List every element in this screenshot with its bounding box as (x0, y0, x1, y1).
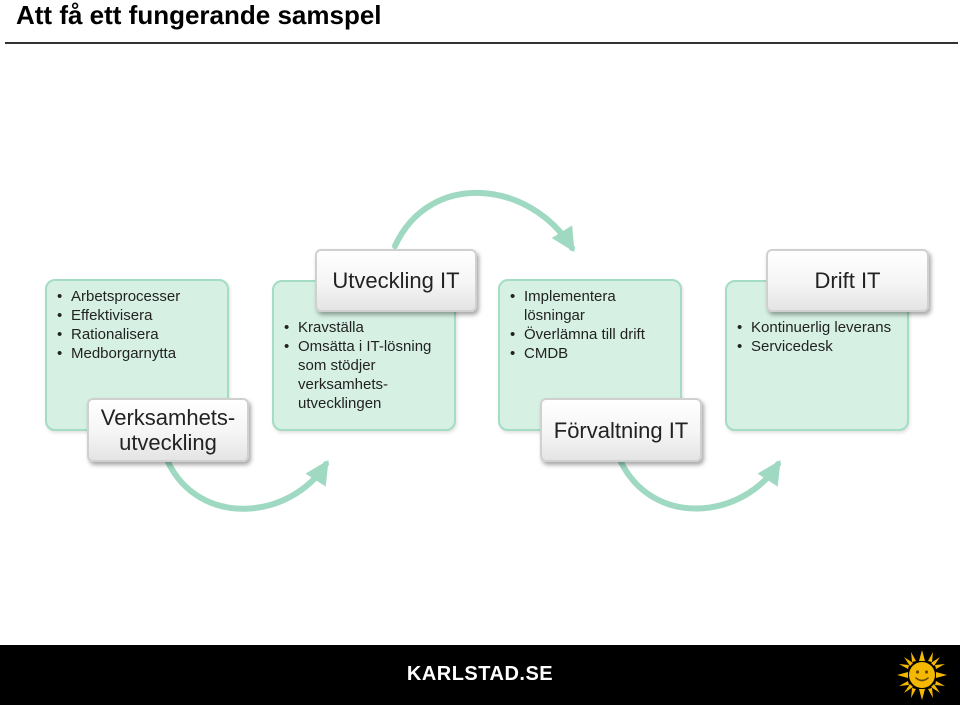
bullet-item: CMDB (510, 344, 678, 363)
bullet-item: Implementera lösningar (510, 287, 678, 325)
bullet-item: Kravställa (284, 318, 454, 337)
footer-bar: KARLSTAD.SE (0, 645, 960, 705)
stage-panel-verksamhetsutveckling: Arbetsprocesser Effektivisera Rationalis… (45, 279, 229, 431)
bullet-item: Medborgarnytta (57, 344, 225, 363)
arrow-verksamhet-to-utveckling (165, 459, 329, 512)
stage-label-utveckling-it: Utveckling IT (315, 249, 477, 312)
title-divider (5, 42, 958, 44)
arrow-forvaltning-to-drift (617, 457, 781, 512)
sun-logo-icon (897, 650, 947, 700)
bullet-item: Omsätta i IT-lösning som stödjer verksam… (284, 337, 454, 413)
bullet-item: Effektivisera (57, 306, 225, 325)
bullet-item: Arbetsprocesser (57, 287, 225, 306)
stage-label-verksamhetsutveckling: Verksamhets- utveckling (87, 398, 249, 462)
bullet-list: Kontinuerlig leverans Servicedesk (737, 318, 907, 356)
bullet-list: Arbetsprocesser Effektivisera Rationalis… (57, 287, 225, 363)
stage-label-drift-it: Drift IT (766, 249, 929, 312)
slide-title: Att få ett fungerande samspel (16, 0, 382, 30)
footer-brand-text: KARLSTAD.SE (406, 663, 554, 685)
bullet-item: Kontinuerlig leverans (737, 318, 907, 337)
bullet-item: Servicedesk (737, 337, 907, 356)
bullet-item: Rationalisera (57, 325, 225, 344)
bullet-list: Implementera lösningar Överlämna till dr… (510, 287, 678, 363)
stage-label-forvaltning-it: Förvaltning IT (540, 398, 702, 462)
arrow-utveckling-to-forvaltning (392, 189, 575, 253)
bullet-item: Överlämna till drift (510, 325, 678, 344)
bullet-list: Kravställa Omsätta i IT-lösning som stöd… (284, 318, 454, 413)
